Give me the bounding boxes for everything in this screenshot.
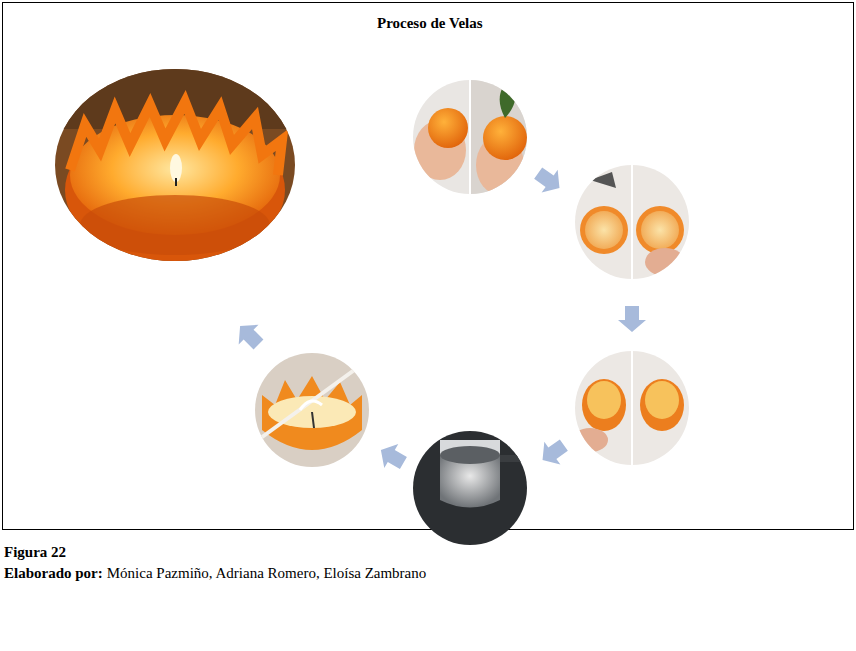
photo-cut-orange (572, 162, 692, 282)
photo-whole-orange (410, 78, 530, 198)
photo-saucepan (410, 428, 530, 548)
photo-orange-candle (55, 69, 295, 262)
credit-heading: Elaborado por: (4, 564, 103, 582)
photo-wick-in-peel (252, 350, 372, 470)
figure-caption: Figura 22 (4, 543, 66, 561)
flow-arrows (230, 162, 646, 475)
figure-title: Proceso de Velas (377, 14, 483, 32)
photo-empty-peel (572, 348, 692, 468)
credit-authors: Mónica Pazmiño, Adriana Romero, Eloísa Z… (107, 564, 427, 582)
